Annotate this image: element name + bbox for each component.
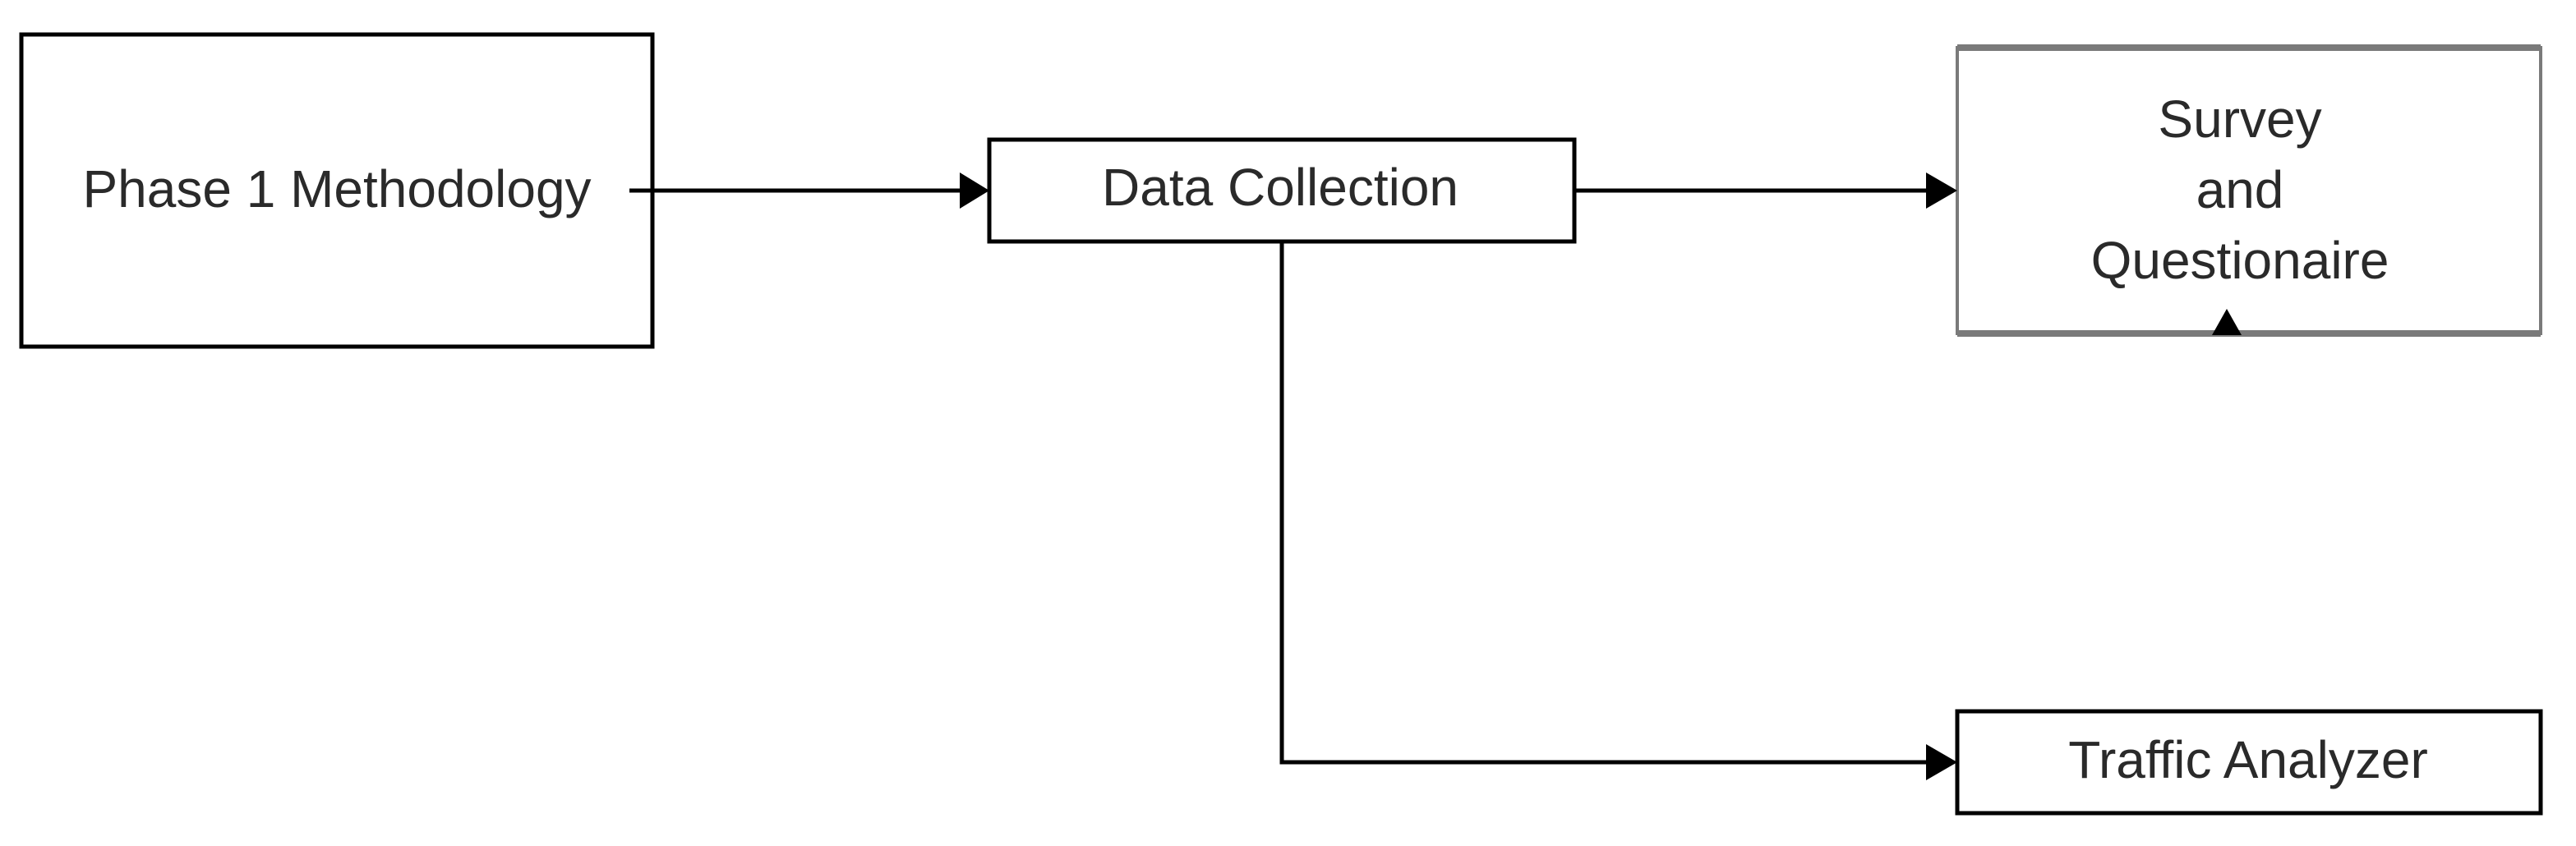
node-traffic-analyzer: Traffic Analyzer xyxy=(1955,709,2543,816)
node-survey-label-line-1: Survey xyxy=(2158,90,2321,149)
edge-data-collection-to-traffic xyxy=(1279,241,1954,765)
node-survey-small-triangle-icon xyxy=(2212,309,2242,335)
node-phase1-label: Phase 1 Methodology xyxy=(82,159,591,218)
node-data-collection-box xyxy=(987,137,1577,244)
node-survey-label-line-3: Questionaire xyxy=(2091,231,2389,290)
node-traffic-label: Traffic Analyzer xyxy=(2068,730,2428,789)
node-phase1-methodology: Phase 1 Methodology xyxy=(19,32,655,349)
node-data-collection-label: Data Collection xyxy=(1102,158,1459,217)
node-phase1-box xyxy=(19,32,655,349)
edge-phase1-arrowhead-icon xyxy=(960,172,989,209)
node-data-collection: Data Collection xyxy=(987,137,1577,244)
edge-traffic-arrowhead-icon xyxy=(1926,744,1957,780)
node-traffic-box xyxy=(1955,709,2543,816)
node-survey-questionaire: Survey and Questionaire xyxy=(1956,44,2542,337)
edge-survey-arrowhead-icon xyxy=(1926,172,1957,209)
node-survey-label-line-2: and xyxy=(2196,160,2284,219)
